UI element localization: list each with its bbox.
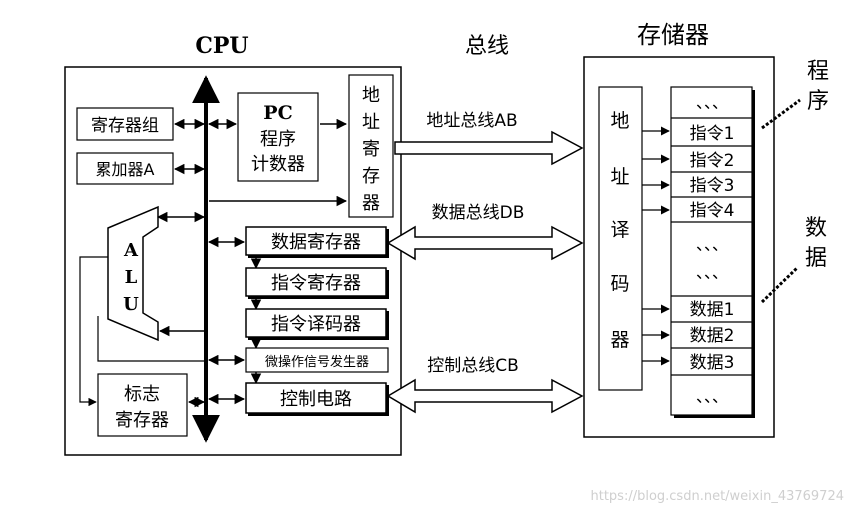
memory-cell-instruction: 指令4 [690,201,735,221]
data-bus-label: 数据总线DB [432,203,525,223]
address-decoder-char: 码 [610,273,629,295]
address-register-char: 器 [362,193,380,214]
cpu-title: CPU [195,33,248,59]
data-register-label: 数据寄存器 [271,232,361,253]
instruction-register-label: 指令寄存器 [271,273,361,294]
alu-feedback-line [97,316,204,362]
instruction-register-shadow [386,270,389,298]
data-leader-line [760,266,799,304]
memory-cells-shadow [674,415,755,418]
address-register-box [348,74,394,218]
data-label-char: 据 [805,246,827,271]
data-label-char: 数 [805,216,827,241]
pc-box [237,92,319,182]
address-register-char: 存 [362,166,380,187]
control-circuit-shadow [386,385,389,415]
alu-letter: A [123,240,139,261]
flag-register-label-line1: 标志 [124,384,160,405]
memory-cell-ellipsis: 、、、 [696,93,728,112]
accumulator-label: 累加器A [96,160,155,179]
instruction-decoder-shadow [386,311,389,339]
memory-cell-ellipsis: 、、、 [696,263,728,282]
flag-register-box [97,373,188,437]
instruction-decoder-shadow [248,337,389,340]
control-circuit-label: 控制电路 [280,389,352,410]
alu-letter: L [125,267,138,288]
pc-label-line3: 计数器 [251,154,305,175]
address-decoder-char: 器 [610,329,629,351]
register-group-label: 寄存器组 [91,116,159,136]
address-register-char: 址 [362,112,380,133]
memory-title: 存储器 [637,21,709,49]
memory-cell-data: 数据2 [690,326,735,346]
control-circuit-shadow [248,413,389,416]
program-label-char: 程 [807,59,829,84]
bus-title: 总线 [465,34,509,59]
watermark: https://blog.csdn.net/weixin_43769724 [590,489,844,504]
address-decoder-char: 址 [610,166,629,188]
address-decoder-char: 译 [610,219,629,241]
flag-register-label-line2: 寄存器 [115,410,169,431]
register-group-box [76,107,174,141]
micro-op-generator-label: 微操作信号发生器 [265,354,369,370]
memory-cell-ellipsis: 、、、 [696,387,728,406]
address-bus-label: 地址总线AB [426,111,517,131]
alu-to-flag-register [79,256,108,407]
memory-cell-data: 数据3 [690,353,735,373]
memory-cell-instruction: 指令2 [690,151,735,171]
address-register-char: 地 [362,85,380,106]
memory-cell-instruction: 指令1 [690,124,735,144]
memory-cell-ellipsis: 、、、 [696,235,728,254]
pc-label-line2: 程序 [260,129,296,150]
memory-cell-instruction: 指令3 [690,176,735,196]
address-bus-arrow [394,130,584,166]
program-label-char: 序 [807,89,829,114]
memory-cell-data: 数据1 [690,300,735,320]
control-bus-arrow [386,378,584,414]
control-circuit-box [245,382,387,414]
instruction-decoder-label: 指令译码器 [271,314,361,335]
address-decoder-box [598,86,643,391]
pc-label-line1: PC [263,102,292,124]
alu-letter: U [123,294,139,315]
memory-box [583,56,775,438]
address-decoder-char: 地 [610,110,629,132]
data-register-shadow [248,255,389,258]
instruction-register-shadow [248,296,389,299]
micro-op-generator-box [245,347,389,373]
control-bus-label: 控制总线CB [427,356,519,376]
program-leader-line [761,98,801,130]
address-register-char: 寄 [362,139,380,160]
memory-cells-column [670,86,753,416]
memory-cells-shadow [752,90,755,418]
data-bus-arrow [386,225,584,261]
cpu-box [64,66,402,456]
accumulator-box [76,152,174,185]
